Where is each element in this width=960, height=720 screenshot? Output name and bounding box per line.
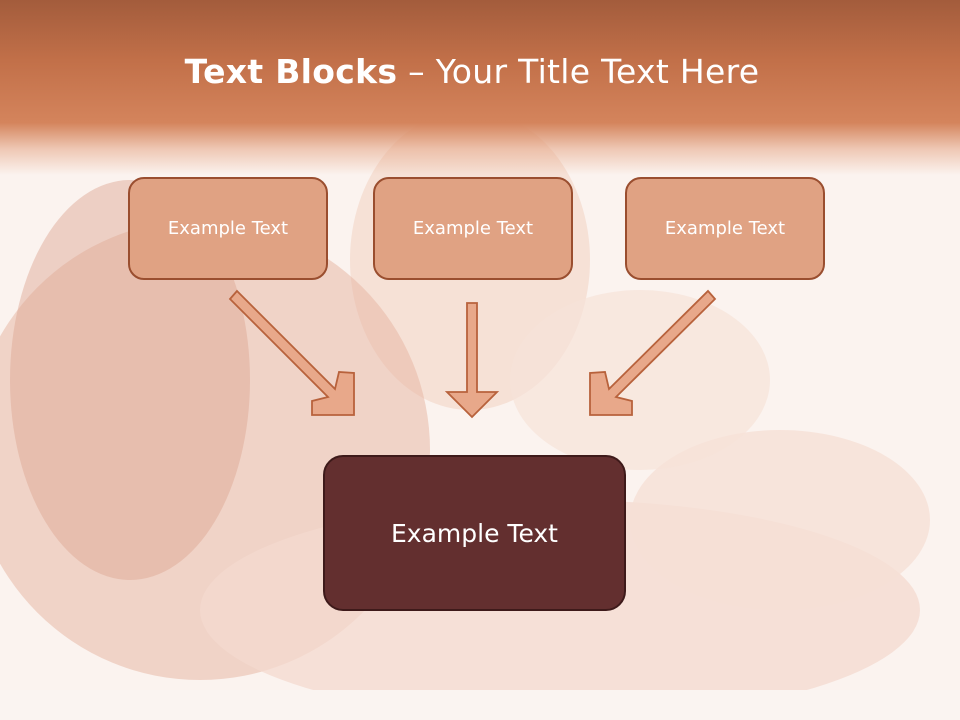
arrow-middle	[444, 302, 500, 419]
target-block-label: Example Text	[391, 518, 558, 548]
header-band	[0, 0, 960, 175]
text-block-middle-label: Example Text	[412, 218, 534, 239]
target-block[interactable]: Example Text	[323, 455, 626, 611]
title-dash: –	[397, 52, 436, 91]
slide-title: Text Blocks – Your Title Text Here	[0, 52, 944, 91]
text-block-left-label: Example Text	[167, 218, 289, 239]
text-block-left[interactable]: Example Text	[128, 177, 328, 280]
title-strong: Text Blocks	[184, 52, 398, 91]
text-block-right[interactable]: Example Text	[625, 177, 825, 280]
arrow-right	[589, 289, 717, 416]
title-rest: Your Title Text Here	[435, 52, 760, 91]
arrow-left	[228, 289, 355, 416]
text-block-right-label: Example Text	[664, 218, 786, 239]
text-block-middle[interactable]: Example Text	[373, 177, 573, 280]
